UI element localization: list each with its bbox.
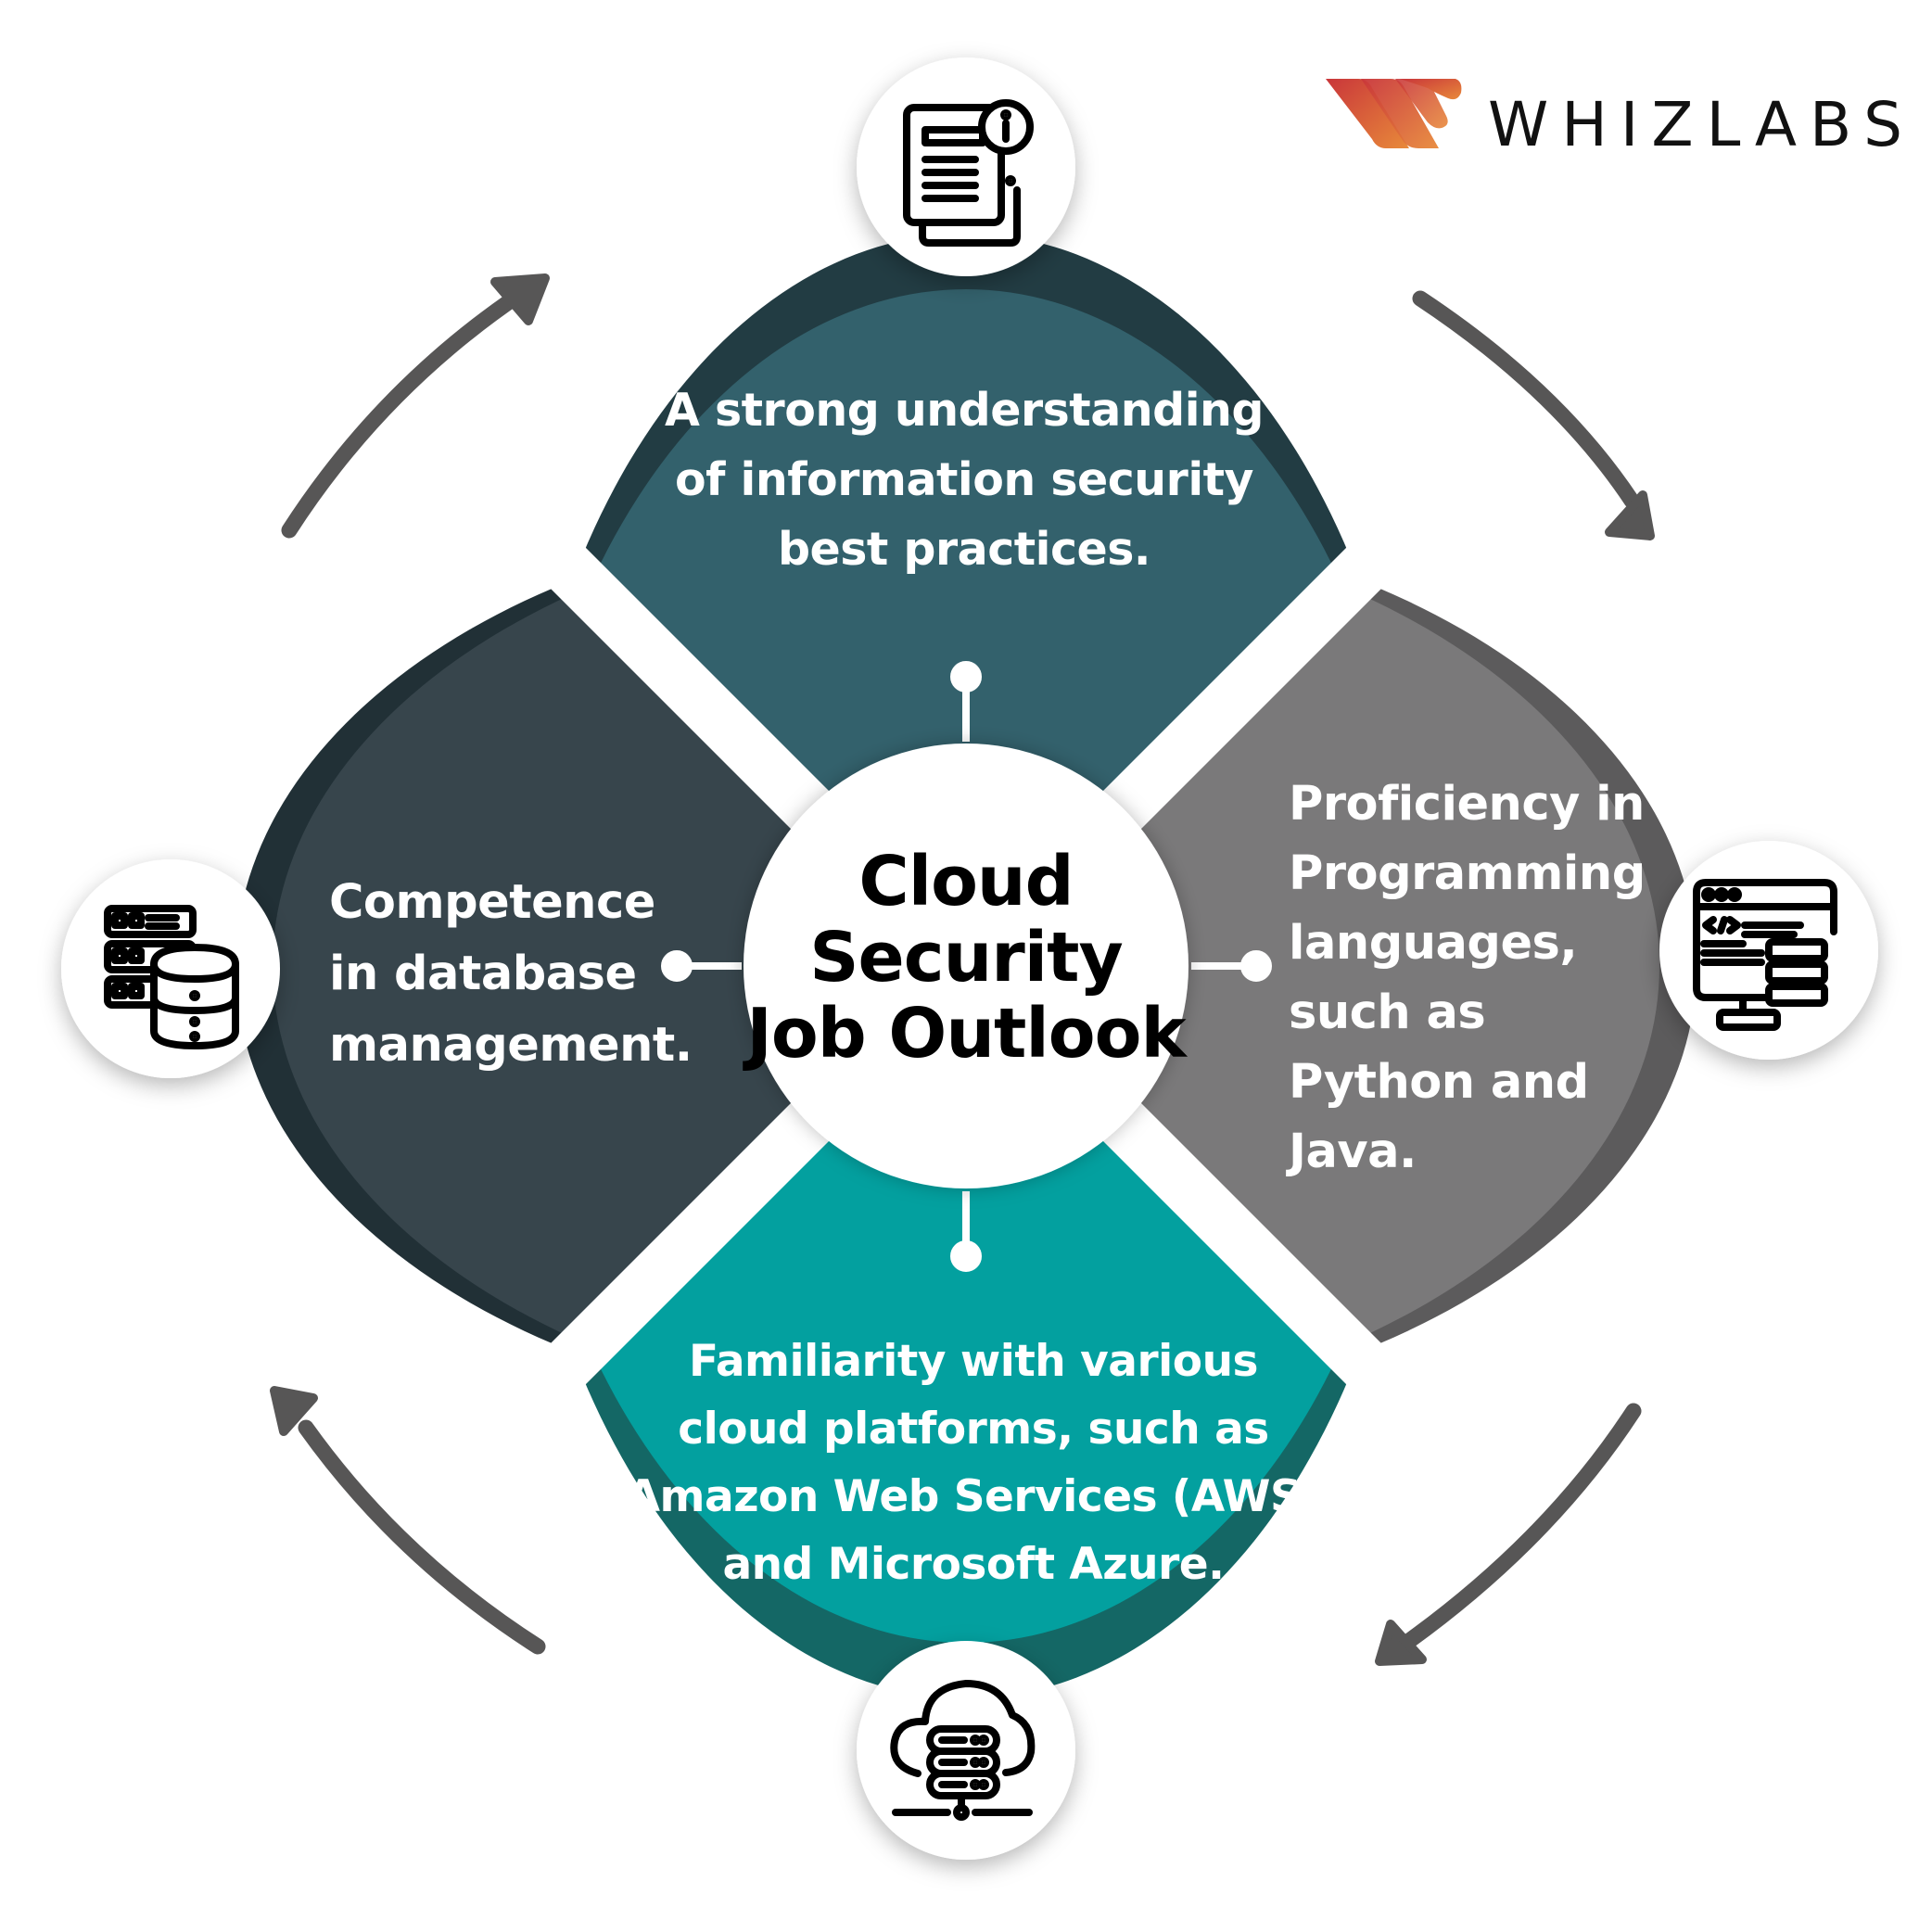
segment-text-line: of information security bbox=[675, 453, 1253, 506]
segment-text-line: cloud platforms, such as bbox=[678, 1404, 1269, 1455]
segment-text-line: Competence bbox=[329, 875, 655, 930]
segment-text-line: Proficiency in bbox=[1289, 777, 1645, 832]
arrow-bottom-right bbox=[1401, 1403, 1642, 1649]
segment-text-line: Programming bbox=[1289, 846, 1646, 901]
segment-left-text: Competence in database management. bbox=[329, 867, 718, 1081]
arrow-top-right bbox=[1412, 290, 1640, 509]
connector-dot-top bbox=[950, 661, 982, 693]
segment-text-line: A strong understanding bbox=[664, 384, 1265, 437]
connector-dot-right bbox=[1240, 950, 1272, 982]
segment-bottom-text: Familiarity with various cloud platforms… bbox=[593, 1328, 1354, 1598]
segment-text-line: in database bbox=[329, 947, 637, 1001]
center-title-line: Cloud bbox=[858, 842, 1074, 922]
icon-circle-bottom bbox=[857, 1641, 1075, 1860]
segment-text-line: Java. bbox=[1289, 1125, 1417, 1179]
connector-dot-left bbox=[661, 950, 693, 982]
segment-text-line: such as bbox=[1289, 985, 1486, 1040]
database-server-icon bbox=[104, 905, 239, 1049]
segment-text-line: management. bbox=[329, 1018, 693, 1073]
segment-top-text: A strong understanding of information se… bbox=[603, 375, 1326, 584]
arrow-bottom-left bbox=[298, 1419, 546, 1655]
whizlabs-logo-icon bbox=[1326, 79, 1462, 148]
icon-circle-right bbox=[1659, 841, 1878, 1060]
icon-circle-top bbox=[857, 57, 1075, 276]
arrowhead-bottom-right bbox=[1375, 1620, 1427, 1666]
segment-text-line: languages, bbox=[1289, 916, 1578, 971]
arrowheads bbox=[270, 273, 1655, 1666]
connector-dot-bottom bbox=[950, 1240, 982, 1272]
cycle-arrows bbox=[281, 286, 1642, 1655]
segment-right-text: Proficiency in Programming languages, su… bbox=[1289, 769, 1678, 1187]
segment-text-line: Familiarity with various bbox=[688, 1336, 1259, 1387]
brand-name: WHIZLABS bbox=[1488, 89, 1916, 160]
segment-text-line: best practices. bbox=[777, 523, 1151, 576]
center-title-line: Job Outlook bbox=[746, 994, 1186, 1074]
center-circle bbox=[744, 744, 1188, 1188]
cloud-server-icon bbox=[890, 1680, 1036, 1821]
center-title-line: Security bbox=[809, 918, 1124, 998]
segment-text-line: Amazon Web Services (AWS) bbox=[626, 1471, 1321, 1522]
center-title: Cloud Security Job Outlook bbox=[732, 844, 1200, 1072]
icon-circle-left bbox=[61, 859, 280, 1078]
segment-text-line: and Microsoft Azure. bbox=[722, 1539, 1225, 1590]
document-info-icon bbox=[903, 99, 1034, 247]
arrowhead-bottom-left bbox=[270, 1386, 318, 1436]
arrow-top-left bbox=[281, 286, 527, 539]
code-monitor-server-icon bbox=[1693, 879, 1837, 1031]
arrowhead-top-left bbox=[490, 273, 550, 325]
connectors bbox=[661, 661, 1272, 1272]
segment-text-line: Python and bbox=[1289, 1055, 1589, 1110]
arrowhead-top-right bbox=[1605, 490, 1655, 540]
